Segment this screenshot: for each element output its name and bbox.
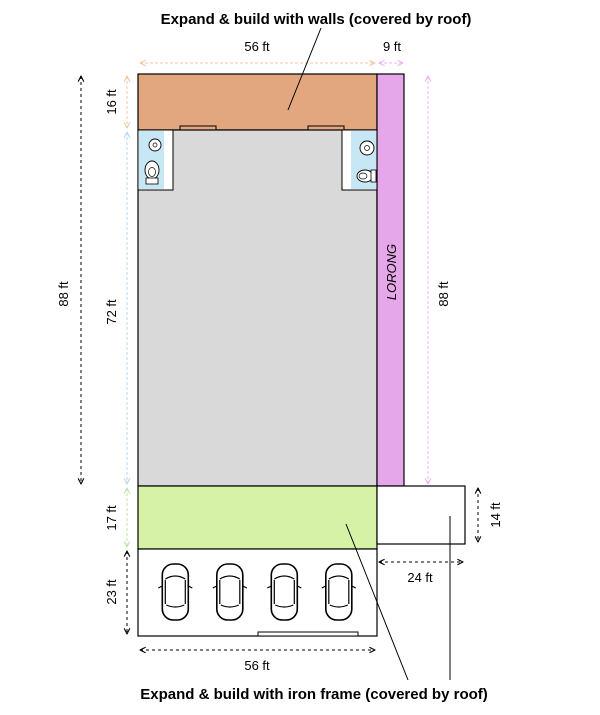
dim-side-ext-width: 24 ft — [407, 570, 433, 585]
car-icon — [212, 563, 248, 621]
toilet-icon — [356, 169, 377, 183]
dim-parking-depth: 23 ft — [104, 579, 119, 605]
dim-lane-width: 9 ft — [383, 39, 401, 54]
dim-top-width: 56 ft — [244, 39, 270, 54]
dim-house-depth: 72 ft — [104, 299, 119, 325]
top-title: Expand & build with walls (covered by ro… — [161, 11, 472, 28]
sink-icon — [359, 140, 375, 156]
sink-icon — [148, 138, 162, 152]
leader-line-bottom-green — [345, 523, 409, 681]
dim-lane-length: 88 ft — [436, 281, 451, 307]
car-icon — [320, 563, 357, 621]
iron-frame-extension-zone — [137, 485, 378, 550]
side-extension-zone — [376, 485, 466, 545]
gate-marker — [257, 631, 359, 637]
car-icon — [157, 563, 194, 621]
lorong-label: LORONG — [384, 244, 399, 300]
walls-extension-zone — [137, 73, 378, 131]
dim-front-zone: 17 ft — [104, 505, 119, 531]
leader-line-top — [287, 27, 322, 111]
house-interior — [137, 129, 378, 487]
toilet-icon — [144, 160, 160, 185]
dim-total-depth: 88 ft — [56, 281, 71, 307]
bottom-title: Expand & build with iron frame (covered … — [140, 686, 488, 703]
dim-roof-depth: 16 ft — [104, 89, 119, 115]
dim-bottom-width: 56 ft — [244, 658, 270, 673]
car-icon — [266, 563, 303, 621]
dim-side-ext-depth: 14 ft — [488, 502, 503, 528]
